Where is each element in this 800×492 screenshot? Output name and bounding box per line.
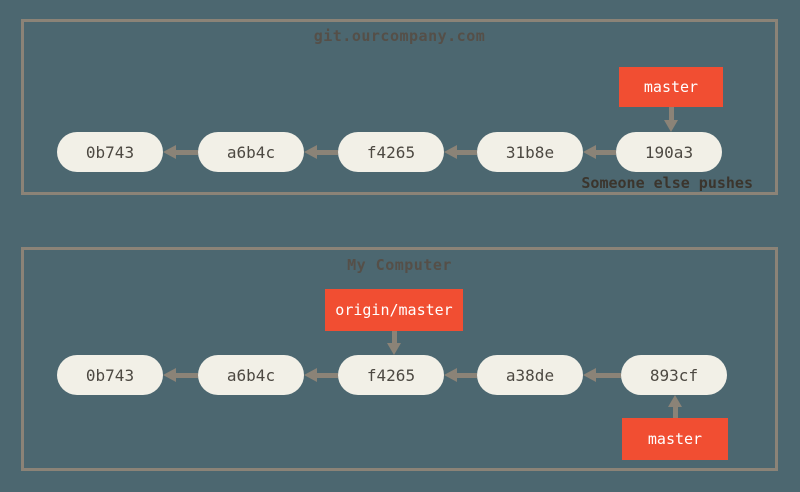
arrow-up-master-to-893cf	[668, 395, 682, 418]
arrow-head-icon	[583, 145, 596, 159]
arrow-f4265-to-a6b4c	[304, 145, 338, 159]
local-commit-a38de: a38de	[477, 355, 583, 395]
arrow-shaft	[593, 149, 616, 155]
arrow-down-master-to-190a3	[664, 107, 678, 132]
arrow-190a3-to-31b8e	[583, 145, 616, 159]
remote-master-branch-label: master	[619, 67, 723, 107]
local-commit-0b743: 0b743	[57, 355, 163, 395]
local-commit-a6b4c: a6b4c	[198, 355, 304, 395]
arrow-shaft	[454, 372, 477, 378]
remote-commit-0b743: 0b743	[57, 132, 163, 172]
arrow-shaft	[668, 107, 674, 122]
arrow-down-origin-master-to-f4265	[387, 331, 401, 355]
local-commit-893cf: 893cf	[621, 355, 727, 395]
remote-commit-a6b4c: a6b4c	[198, 132, 304, 172]
arrow-head-icon	[163, 145, 176, 159]
arrow-shaft	[391, 331, 397, 345]
arrow-head-icon	[387, 343, 401, 355]
arrow-head-icon	[444, 368, 457, 382]
arrow-a38de-to-f4265	[444, 368, 477, 382]
someone-else-pushes-annotation: Someone else pushes	[581, 174, 753, 192]
remote-commit-31b8e: 31b8e	[477, 132, 583, 172]
arrow-a6b4c-to-0b743-local	[163, 368, 198, 382]
arrow-shaft	[672, 405, 678, 418]
arrow-head-icon	[304, 368, 317, 382]
local-panel-title: My Computer	[347, 256, 452, 274]
arrow-head-icon	[304, 145, 317, 159]
arrow-shaft	[173, 149, 198, 155]
arrow-head-icon	[163, 368, 176, 382]
arrow-head-icon	[583, 368, 596, 382]
local-commit-f4265: f4265	[338, 355, 444, 395]
arrow-31b8e-to-f4265	[444, 145, 477, 159]
arrow-shaft	[593, 372, 621, 378]
local-master-branch-label: master	[622, 418, 728, 460]
arrow-shaft	[173, 372, 198, 378]
remote-panel-title: git.ourcompany.com	[313, 27, 486, 45]
arrow-shaft	[314, 149, 338, 155]
arrow-head-icon	[664, 120, 678, 132]
remote-commit-f4265: f4265	[338, 132, 444, 172]
arrow-a6b4c-to-0b743	[163, 145, 198, 159]
arrow-shaft	[454, 149, 477, 155]
arrow-head-icon	[444, 145, 457, 159]
arrow-shaft	[314, 372, 338, 378]
arrow-f4265-to-a6b4c-local	[304, 368, 338, 382]
arrow-893cf-to-a38de	[583, 368, 621, 382]
origin-master-label: origin/master	[325, 289, 463, 331]
remote-server-panel	[21, 19, 778, 195]
arrow-head-icon	[668, 395, 682, 407]
local-computer-panel	[21, 247, 778, 471]
remote-commit-190a3: 190a3	[616, 132, 722, 172]
